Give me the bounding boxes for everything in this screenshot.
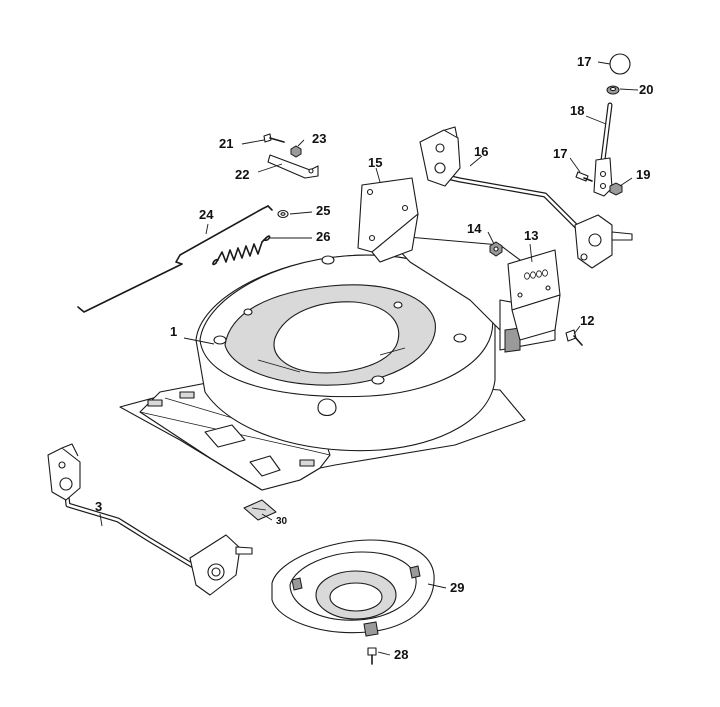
callout-27: 26 [316,229,331,244]
screw-22 [263,133,285,143]
washer-26 [277,209,289,219]
left-bracket [357,177,419,263]
bolt-12 [565,329,583,346]
leader-lines [99,61,639,656]
callout-17: 17 [553,146,568,161]
screw-28 [367,647,377,665]
nut-19 [609,182,623,196]
callout-25: 24 [199,207,214,222]
callout-23: 22 [235,167,250,182]
front-height-lever [419,126,633,269]
nut-20 [606,85,620,95]
pad-30 [243,499,277,521]
rear-height-lever [47,443,253,596]
callout-12: 12 [580,313,595,328]
callout-29: 29 [450,580,465,595]
callout-26: 25 [316,203,331,218]
callout-3: 3 [95,499,103,514]
callout-18: 18 [570,103,585,118]
callout-15: 15 [368,155,383,170]
callout-24: 23 [312,131,327,146]
callout-1: 1 [170,324,178,339]
nut-14 [489,241,503,257]
screw-17 [575,171,593,182]
blade-guard-29 [271,539,435,637]
height-adjust-rod [593,102,613,197]
callout-16: 16 [474,144,489,159]
wire-rod-25 [77,205,273,313]
callout-22: 21 [219,136,234,151]
nut-24 [290,145,302,158]
callout-14: 14 [467,221,482,236]
callout-19: 19 [636,167,651,182]
knob-21 [609,53,631,75]
mower-deck [119,234,556,491]
callout-21: 17 [577,54,592,69]
callout-28: 28 [394,647,409,662]
callout-30: 30 [276,516,288,527]
right-bracket [507,249,561,341]
clip-23 [267,154,319,179]
callout-20: 20 [639,82,654,97]
spring-27 [212,235,271,266]
callout-13: 13 [524,228,539,243]
